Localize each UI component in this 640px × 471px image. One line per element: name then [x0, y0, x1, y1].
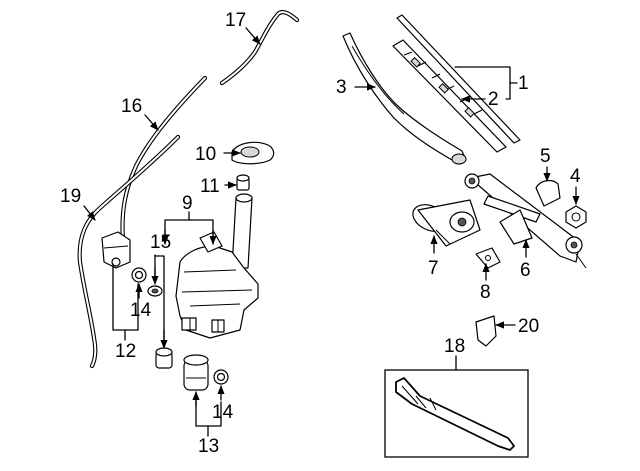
callout-6: 6: [520, 260, 531, 281]
callout-3: 3: [336, 77, 347, 98]
callout-4: 4: [570, 166, 581, 187]
seal-14a: [131, 267, 147, 283]
wiper-arm-3: [342, 32, 467, 165]
pump-grommet-15: [147, 285, 163, 297]
wiper-blade-1: [392, 14, 521, 153]
filler-grommet-11: [236, 174, 250, 191]
cowl-bracket-18: [384, 369, 529, 458]
callout-5: 5: [540, 146, 551, 167]
callout-7: 7: [428, 258, 439, 279]
callout-20: 20: [518, 316, 539, 337]
callout-10: 10: [195, 144, 216, 165]
callout-11: 11: [200, 176, 220, 197]
leader-lines: [83, 27, 580, 437]
bracket-8: [475, 247, 501, 269]
washer-hose-19: [77, 134, 181, 369]
washer-motor-13: [183, 354, 209, 391]
callout-15: 15: [150, 232, 171, 253]
clip-20: [475, 315, 497, 347]
callout-labels: 1 2 3 4 5 6 7 8 9 10 11 12 13 14 14 15 1…: [60, 10, 581, 457]
washer-pump-12: [101, 231, 131, 269]
callout-12: 12: [115, 341, 136, 362]
callout-13: 13: [198, 436, 219, 457]
wiper-linkage-6: [464, 173, 587, 269]
washer-hose-17: [219, 9, 300, 86]
callout-14b: 14: [212, 402, 234, 423]
pump-15b: [155, 347, 173, 369]
callout-1: 1: [518, 73, 529, 94]
wiper-motor-7: [412, 199, 481, 247]
callout-14a: 14: [130, 300, 152, 321]
washer-reservoir-9: [175, 193, 259, 339]
callout-17: 17: [225, 10, 246, 31]
pivot-nut-4: [565, 205, 587, 229]
callout-19: 19: [60, 186, 81, 207]
pivot-cap-5: [535, 179, 561, 207]
callout-2: 2: [488, 89, 499, 110]
callout-8: 8: [480, 282, 491, 303]
callout-16: 16: [121, 96, 142, 117]
callout-18: 18: [444, 336, 465, 357]
seal-14b: [213, 369, 229, 385]
washer-cap-10: [231, 141, 275, 165]
washer-hose-16: [120, 75, 208, 243]
callout-9: 9: [182, 193, 193, 214]
